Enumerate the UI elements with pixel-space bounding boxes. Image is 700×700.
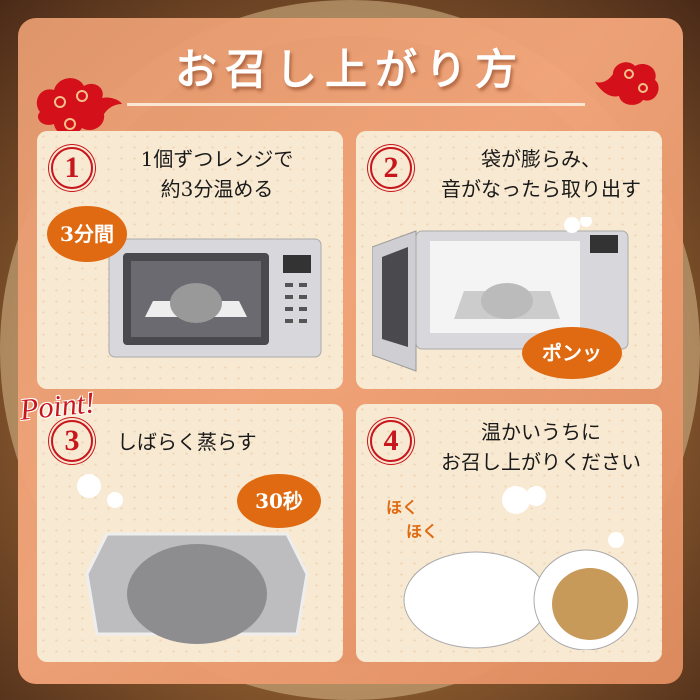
step-4-text-line1: 温かいうちに [481, 420, 601, 444]
sfx-hoku-1: ほく [386, 498, 419, 517]
step-number-1: 1 [51, 147, 93, 189]
step-1-text-line2: 約3分温める [160, 177, 274, 201]
step-4-text-line2: お召し上がりください [441, 450, 641, 474]
time-bubble-30sec: 30秒 [237, 474, 321, 528]
time-bubble-3min: 3分間 [47, 206, 127, 262]
step-3-text: しばらく蒸らす [117, 430, 257, 454]
title-underline [127, 103, 585, 106]
steaming-bun-package-icon [77, 474, 309, 644]
sfx-hoku-2: ほく [406, 522, 439, 541]
step-number-2: 2 [370, 147, 412, 189]
open-microwave-icon [372, 217, 629, 372]
step-number-3: 3 [51, 420, 93, 462]
step-1-text-line1: 1個ずつレンジで [140, 147, 294, 171]
step-4-panel: 4 温かいうちに お召し上がりください ほく ほく [356, 404, 662, 662]
page-title: お召し上がり方 [174, 45, 525, 94]
cloud-ornament-left-icon [36, 78, 122, 136]
step-2-text-line2: 音がなったら取り出す [441, 177, 641, 201]
step-3-panel: 3 しばらく蒸らす 30秒 [37, 404, 343, 662]
microwave-icon [108, 238, 322, 358]
step-1-panel: 1 1個ずつレンジで 約3分温める 3分間 [37, 131, 343, 389]
step-number-4: 4 [370, 420, 412, 462]
step-2-panel: 2 袋が膨らみ、 音がなったら取り出す ポンッ [356, 131, 662, 389]
steamed-buns-icon [403, 486, 639, 650]
step-2-text-line1: 袋が膨らみ、 [481, 147, 601, 171]
pop-bubble: ポンッ [522, 327, 622, 379]
cloud-ornament-right-icon [595, 62, 659, 105]
